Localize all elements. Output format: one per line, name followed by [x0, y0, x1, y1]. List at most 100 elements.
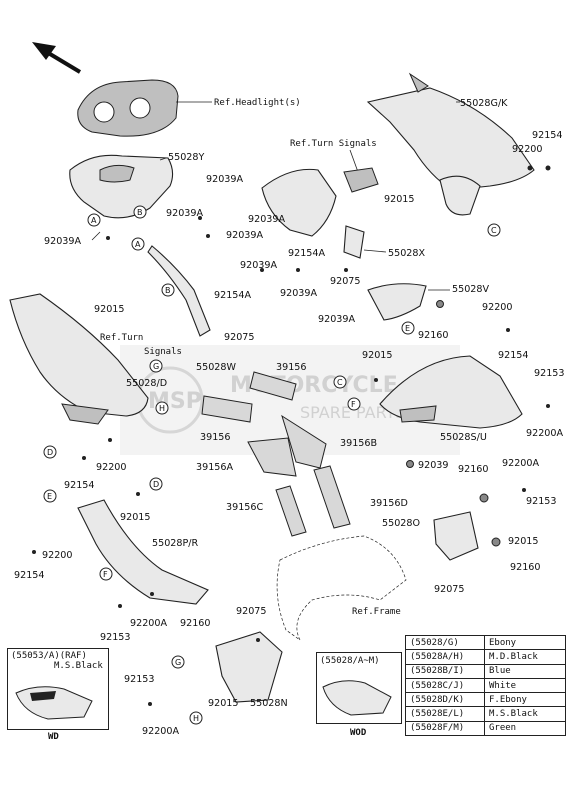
part-92200-3: 92200: [482, 302, 513, 313]
table-row: (55028A/H)M.D.Black: [405, 649, 566, 665]
part-92039A-4: 92039A: [280, 288, 318, 299]
callout-H-2: H: [189, 711, 203, 725]
lower-panel-55028N: [215, 631, 283, 703]
inset-right-wod: (55028/A~M): [316, 652, 402, 724]
upper-fairing-55028GK: [366, 72, 535, 216]
lower-bracket-right: [433, 511, 479, 561]
part-92154-3: 92154: [498, 350, 529, 361]
part-92039A-7: 92039A: [226, 230, 264, 241]
part-92015-6: 92015: [208, 698, 239, 709]
table-row: (55028/G)Ebony: [405, 634, 566, 651]
part-92075-1: 92075: [330, 276, 361, 287]
part-92153-3: 92153: [100, 632, 131, 643]
part-39156A: 39156A: [196, 462, 234, 473]
svg-text:C: C: [337, 378, 343, 387]
part-39156D: 39156D: [370, 498, 408, 509]
ref-turn-signals-top-label: Ref.Turn Signals: [290, 139, 377, 149]
callout-F-1: F: [347, 397, 361, 411]
left-strip: [147, 245, 211, 337]
part-92039A-5: 92039A: [318, 314, 356, 325]
part-92015-1: 92015: [384, 194, 415, 205]
callout-A-2: A: [131, 237, 145, 251]
inner-panel-center: [261, 168, 365, 259]
part-92160-4: 92160: [180, 618, 211, 629]
part-92200-2: 92200: [96, 462, 127, 473]
callout-G-2: G: [171, 655, 185, 669]
fastener-dots: [32, 216, 550, 706]
part-55028W: 55028W: [196, 362, 237, 373]
callout-H-1: H: [155, 401, 169, 415]
callout-D-2: D: [149, 477, 163, 491]
part-92039A-2: 92039A: [206, 174, 244, 185]
svg-text:H: H: [159, 404, 165, 413]
table-row: (55028F/M)Green: [405, 720, 566, 737]
svg-text:B: B: [137, 208, 143, 217]
part-92075-2: 92075: [224, 332, 255, 343]
color-name: F.Ebony: [484, 692, 566, 708]
part-55028Y: 55028Y: [168, 152, 205, 163]
part-92039A-6: 92039A: [166, 208, 204, 219]
table-row: (55028E/L)M.S.Black: [405, 706, 566, 722]
table-row: (55028C/J)White: [405, 677, 566, 694]
part-92200A-2: 92200A: [502, 458, 540, 469]
svg-text:D: D: [47, 448, 53, 457]
callout-F-2: F: [99, 567, 113, 581]
ref-turn-signals-left-label-1: Ref.Turn: [100, 333, 143, 343]
part-55028N: 55028N: [250, 698, 288, 709]
part-92153-2: 92153: [526, 496, 557, 507]
color-code: (55028D/K): [405, 692, 485, 708]
ref-headlight-label: Ref.Headlight(s): [214, 98, 301, 108]
color-name: Blue: [484, 663, 566, 679]
part-92200-4: 92200: [42, 550, 73, 561]
part-92154-4: 92154: [14, 570, 45, 581]
lower-cowl-left: [77, 499, 209, 605]
part-92200A-1: 92200A: [526, 428, 564, 439]
ref-turn-signals-left-label-2: Signals: [144, 347, 182, 357]
part-92039A-3: 92039A: [248, 214, 286, 225]
color-name: White: [484, 677, 566, 694]
part-92154A-2: 92154A: [214, 290, 252, 301]
color-name: Ebony: [484, 634, 566, 651]
callout-E-1: E: [401, 321, 415, 335]
svg-text:H: H: [193, 714, 199, 723]
inset-left-part: [15, 686, 93, 720]
part-92153-1: 92153: [534, 368, 565, 379]
part-55028O: 55028O: [382, 518, 421, 529]
part-55028GK: 55028G/K: [460, 98, 508, 109]
part-92160-1: 92160: [418, 330, 449, 341]
panel-55028V: [367, 283, 427, 321]
svg-text:E: E: [405, 324, 410, 333]
decal-group: [201, 371, 351, 537]
inset-right-caption: WOD: [350, 728, 367, 738]
part-92154A-1: 92154A: [288, 248, 326, 259]
svg-text:A: A: [135, 240, 141, 249]
part-92015-5: 92015: [120, 512, 151, 523]
part-92160-3: 92160: [510, 562, 541, 573]
part-55028SU: 55028S/U: [440, 432, 487, 443]
svg-text:F: F: [103, 570, 108, 579]
callout-G-1: G: [149, 359, 163, 373]
part-92160-2: 92160: [458, 464, 489, 475]
part-92039A-8: 92039A: [240, 260, 278, 271]
part-92153-4: 92153: [124, 674, 155, 685]
svg-text:G: G: [175, 658, 181, 667]
svg-text:E: E: [47, 492, 52, 501]
color-name: Green: [484, 720, 566, 737]
callout-C-2: C: [333, 375, 347, 389]
part-92039A-1: 92039A: [44, 236, 82, 247]
inset-right-title: (55028/A~M): [320, 656, 380, 666]
part-55028D: 55028/D: [126, 378, 167, 389]
color-code: (55028F/M): [405, 720, 485, 737]
inset-left-caption: WD: [48, 732, 59, 742]
svg-text:F: F: [351, 400, 356, 409]
callout-D-1: D: [43, 445, 57, 459]
callout-C-1: C: [487, 223, 501, 237]
callout-B-2: B: [161, 283, 175, 297]
svg-text:B: B: [165, 286, 171, 295]
callout-B-1: B: [133, 205, 147, 219]
part-92015-3: 92015: [362, 350, 393, 361]
part-55028X: 55028X: [388, 248, 426, 259]
front-arrow-icon: [32, 42, 82, 74]
frame-reference: [276, 535, 407, 641]
